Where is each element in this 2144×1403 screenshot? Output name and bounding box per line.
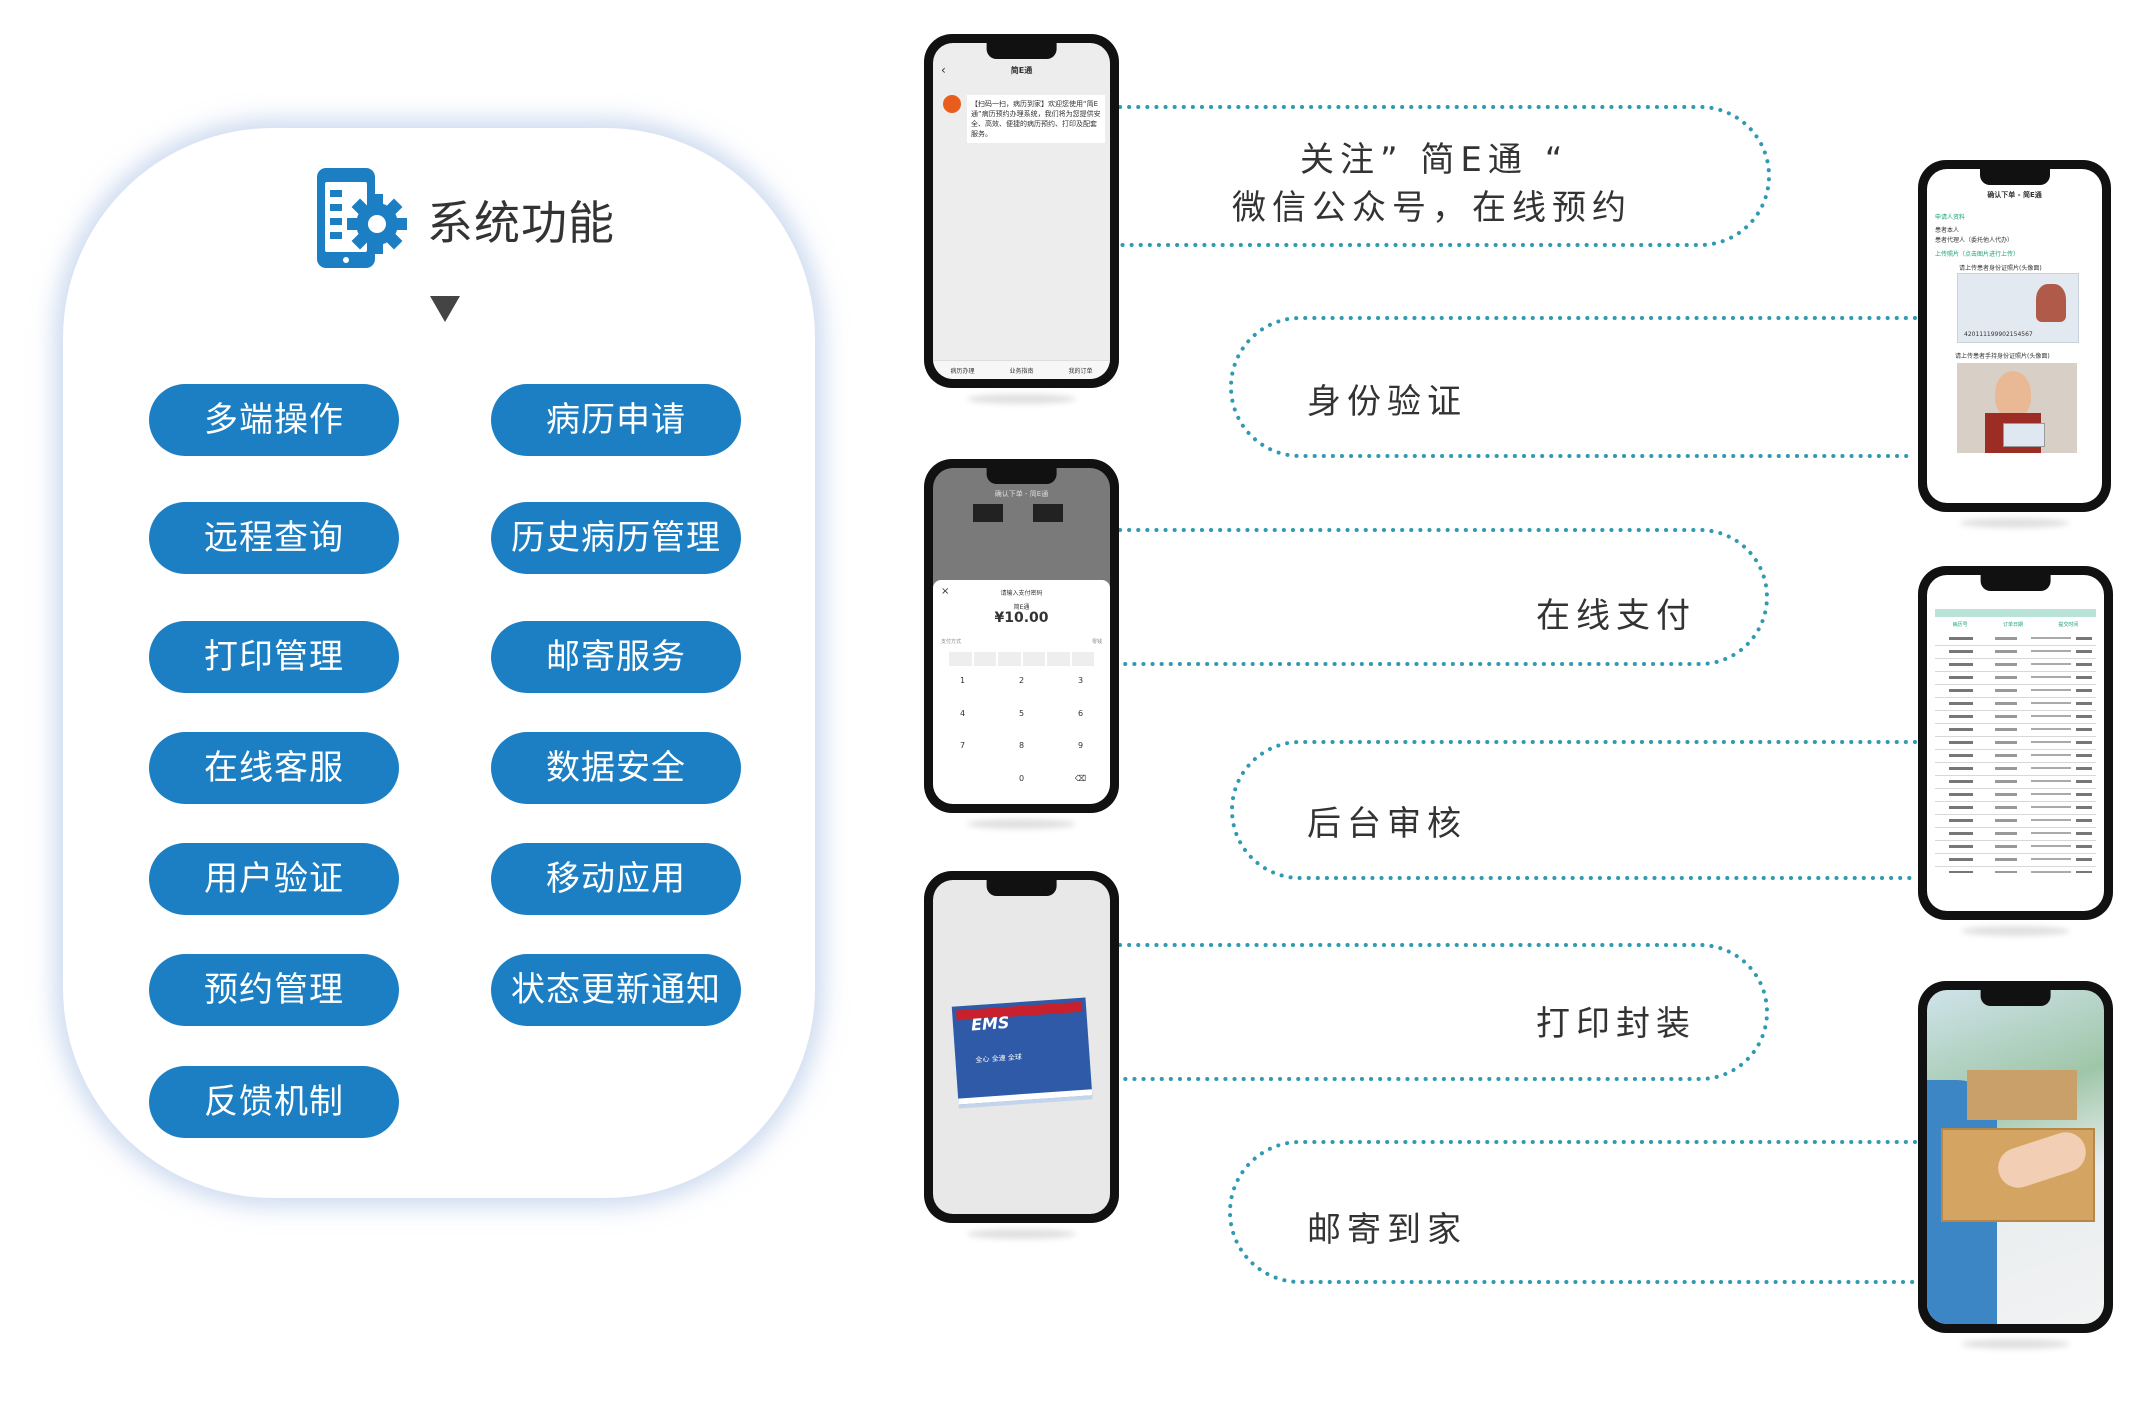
portrait-icon xyxy=(2036,284,2066,322)
phone-payment: 确认下单 - 简E通 × 请输入支付密码 简E通 ¥10.00 支付方式 零钱 … xyxy=(924,459,1119,813)
numeric-keypad: 1 2 3 4 5 6 7 8 9 0 ⌫ xyxy=(933,676,1110,804)
held-card-shape xyxy=(2003,423,2045,447)
function-button-remote-query[interactable]: 远程查询 xyxy=(149,502,399,574)
key-3[interactable]: 3 xyxy=(1077,676,1084,685)
delete-key-icon[interactable]: ⌫ xyxy=(1074,773,1087,783)
key-7[interactable]: 7 xyxy=(959,741,966,750)
phone-admin-review: 病历号 订单日期 提交时间 xyxy=(1918,566,2113,920)
key-8[interactable]: 8 xyxy=(1018,741,1025,750)
applicant-link[interactable]: 申请人资料 xyxy=(1935,214,1966,221)
step-identity-verify: 身份验证 xyxy=(1307,382,1467,422)
balance-option[interactable]: 零钱 xyxy=(1091,639,1102,645)
panel-title: 系统功能 xyxy=(427,196,615,250)
key-2[interactable]: 2 xyxy=(1018,676,1025,685)
ems-logo: EMS xyxy=(970,1012,1011,1035)
merchant-name: 简E通 xyxy=(1013,604,1030,611)
pay-method-label: 支付方式 xyxy=(941,639,962,645)
phone-wechat: 简E通 ‹ 【扫码一扫，病历到家】欢迎您使用“简E通”病历预约办理系统，我们将为… xyxy=(924,34,1119,388)
step-mail-home: 邮寄到家 xyxy=(1307,1210,1467,1250)
product-thumb-2 xyxy=(1033,504,1063,522)
admin-table-rows xyxy=(1935,633,2096,873)
ems-slogan: 全心 全速 全球 xyxy=(975,1053,1023,1065)
table-col-3 xyxy=(2031,633,2071,873)
col-submit-time: 提交时间 xyxy=(2058,622,2079,628)
hold-id-photo[interactable] xyxy=(1957,363,2077,453)
function-button-feedback[interactable]: 反馈机制 xyxy=(149,1066,399,1138)
key-4[interactable]: 4 xyxy=(959,708,966,718)
key-blank xyxy=(933,774,992,805)
col-order-date: 订单日期 xyxy=(2002,622,2023,628)
ems-envelope-image: EMS 全心 全速 全球 xyxy=(951,997,1093,1105)
phone-print-package: EMS 全心 全速 全球 xyxy=(924,871,1119,1223)
account-avatar xyxy=(943,95,961,113)
key-0[interactable]: 0 xyxy=(1018,773,1025,783)
function-button-history-records[interactable]: 历史病历管理 xyxy=(491,502,741,574)
phone-identity: 确认下单 - 简E通 申请人资料 患者本人 患者代理人（委托他人代办） 上传照片… xyxy=(1918,160,2111,512)
option-proxy[interactable]: 患者代理人（委托他人代办） xyxy=(1935,237,2014,244)
pay-dialog-title: 请输入支付密码 xyxy=(1000,590,1043,597)
function-button-online-support[interactable]: 在线客服 xyxy=(149,732,399,804)
wechat-menu-bar: 病历办理 业务指南 我的订单 xyxy=(933,360,1110,379)
upload-label: 上传照片（点击图片进行上传） xyxy=(1935,251,2020,258)
key-9[interactable]: 9 xyxy=(1077,741,1084,750)
id-number: 420111199902154567 xyxy=(1964,331,2033,338)
function-button-multi-terminal[interactable]: 多端操作 xyxy=(149,384,399,456)
close-icon[interactable]: × xyxy=(941,586,950,597)
admin-toolbar xyxy=(1935,609,2096,617)
id-card-image[interactable]: 420111199902154567 xyxy=(1957,273,2079,343)
person-photo-icon xyxy=(1995,371,2031,417)
panel-header: 系统功能 xyxy=(315,165,615,275)
step-print-package: 打印封装 xyxy=(1536,1004,1696,1044)
parcel-box-top xyxy=(1967,1070,2077,1120)
function-button-appointment[interactable]: 预约管理 xyxy=(149,954,399,1026)
admin-table-header: 病历号 订单日期 提交时间 xyxy=(1935,621,2096,628)
key-1[interactable]: 1 xyxy=(959,676,966,685)
wechat-message: 【扫码一扫，病历到家】欢迎您使用“简E通”病历预约办理系统，我们将为您提供安全、… xyxy=(967,95,1105,143)
function-button-mail-service[interactable]: 邮寄服务 xyxy=(491,621,741,693)
hold-id-label: 请上传患者手持身份证照片(头像面) xyxy=(1955,353,2050,360)
back-icon[interactable]: ‹ xyxy=(941,63,946,77)
table-col-1 xyxy=(1949,633,1973,873)
product-thumb-1 xyxy=(973,504,1003,522)
menu-guide[interactable]: 业务指南 xyxy=(1009,367,1034,375)
id-front-label: 请上传患者身份证照片(头像面) xyxy=(1959,265,2042,272)
identity-header: 确认下单 - 简E通 xyxy=(1987,191,2042,199)
payment-header: 确认下单 - 简E通 xyxy=(994,490,1049,498)
step-backend-review: 后台审核 xyxy=(1307,804,1467,844)
step-follow-wechat-line2: 微信公众号，在线预约 xyxy=(1232,188,1632,228)
pay-amount: ¥10.00 xyxy=(994,610,1049,626)
payment-dialog: × 请输入支付密码 简E通 ¥10.00 支付方式 零钱 1 2 3 4 5 6… xyxy=(933,580,1110,804)
phone-mail-delivery xyxy=(1918,981,2113,1333)
function-button-mobile-app[interactable]: 移动应用 xyxy=(491,843,741,915)
app-settings-icon xyxy=(315,166,407,274)
function-button-data-security[interactable]: 数据安全 xyxy=(491,732,741,804)
step-online-payment: 在线支付 xyxy=(1536,596,1696,636)
key-5[interactable]: 5 xyxy=(1018,708,1025,718)
arrow-down-icon xyxy=(430,296,460,322)
function-button-status-notify[interactable]: 状态更新通知 xyxy=(491,954,741,1026)
table-col-2 xyxy=(1995,633,2017,873)
key-6[interactable]: 6 xyxy=(1077,708,1084,718)
menu-orders[interactable]: 我的订单 xyxy=(1068,367,1093,375)
function-button-record-application[interactable]: 病历申请 xyxy=(491,384,741,456)
function-button-print-management[interactable]: 打印管理 xyxy=(149,621,399,693)
password-boxes[interactable] xyxy=(949,652,1094,666)
step-follow-wechat-line1: 关注” 简E通 “ xyxy=(1300,140,1569,180)
menu-record[interactable]: 病历办理 xyxy=(950,367,975,375)
table-col-4 xyxy=(2076,633,2092,873)
col-record-no: 病历号 xyxy=(1952,622,1968,628)
function-button-user-verification[interactable]: 用户验证 xyxy=(149,843,399,915)
option-self[interactable]: 患者本人 xyxy=(1935,227,1960,234)
wechat-title: 简E通 xyxy=(1010,66,1033,75)
